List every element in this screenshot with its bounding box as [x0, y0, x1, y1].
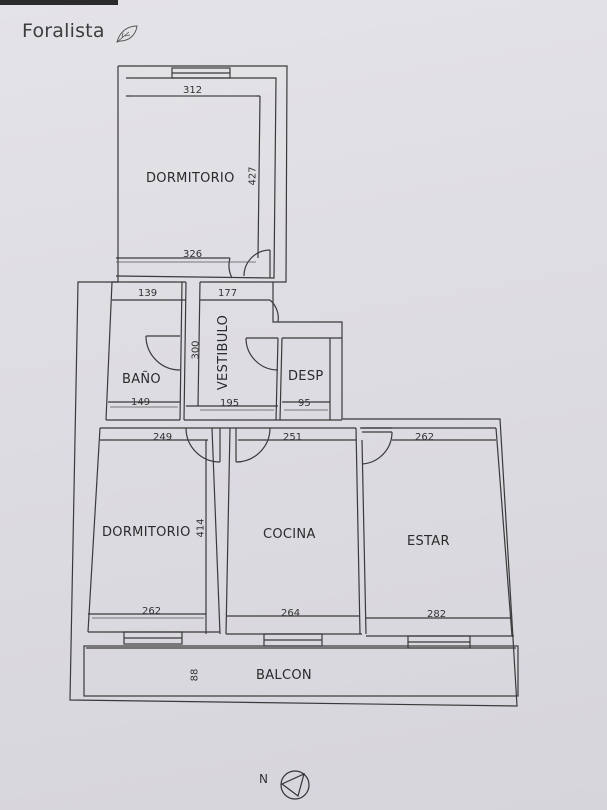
dimension-label: 88 [189, 668, 201, 682]
room-label-balcon: BALCON [256, 668, 312, 683]
dimension-label: 427 [247, 166, 259, 186]
dimension-label: 264 [281, 608, 301, 619]
bedroom-top-walls [115, 77, 277, 279]
door-bedroom-top [243, 249, 271, 278]
balcony-wall [83, 645, 519, 697]
north-arrow-icon [280, 770, 310, 800]
dimension-label: 282 [427, 609, 447, 620]
room-label-estar: ESTAR [407, 534, 450, 549]
brand-logo-text: Foralista [22, 20, 105, 42]
leaf-icon [116, 25, 138, 43]
room-label-dormitorio-bottom: DORMITORIO [102, 525, 191, 540]
dimension-label: 414 [195, 518, 207, 538]
header-rule [0, 0, 118, 5]
north-label: N [259, 772, 268, 786]
room-label-cocina: COCINA [263, 527, 316, 542]
dimension-label: 149 [131, 397, 151, 408]
dimension-label: 262 [142, 606, 162, 617]
door-bano [145, 335, 181, 371]
dimension-label: 251 [283, 432, 303, 443]
door-estar [361, 431, 393, 465]
outer-wall [69, 65, 518, 707]
room-label-desp: DESP [288, 369, 324, 384]
dimension-label: 95 [298, 398, 311, 409]
door-cocina [235, 427, 271, 463]
dimension-label: 262 [415, 432, 435, 443]
dimension-label: 139 [138, 288, 158, 299]
dimension-label: 312 [183, 85, 203, 96]
dimension-label: 300 [190, 340, 202, 360]
room-label-dormitorio-top: DORMITORIO [146, 171, 235, 186]
door-desp [245, 337, 279, 371]
dimension-label: 249 [153, 432, 173, 443]
room-label-vestibulo: VESTIBULO [216, 314, 232, 391]
door-bedroom-bottom [185, 427, 221, 463]
dimension-label: 177 [218, 288, 238, 299]
dimension-label: 326 [183, 249, 203, 260]
dimension-label: 195 [220, 398, 240, 409]
room-label-bano: BAÑO [122, 372, 161, 387]
